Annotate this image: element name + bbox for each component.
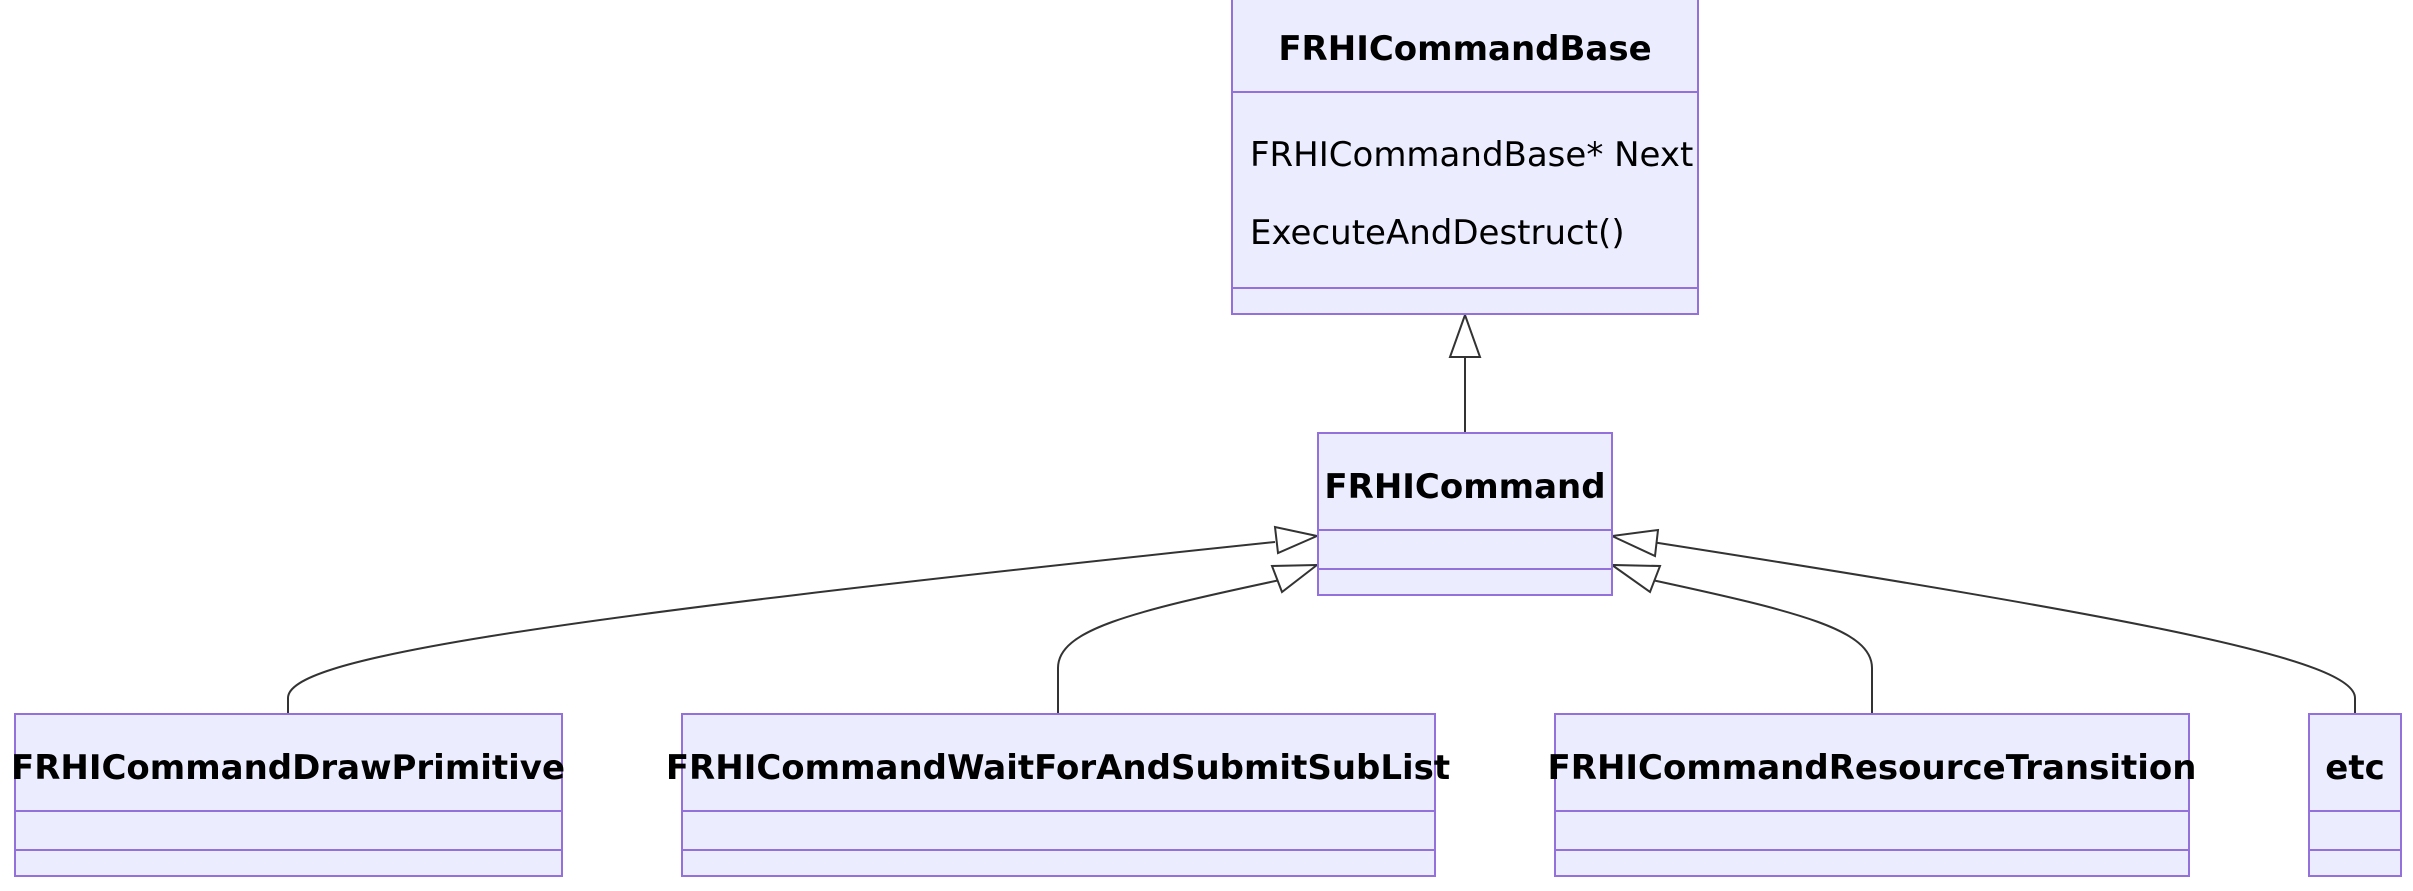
edge-wait-submit-to-command: [1057, 579, 1281, 713]
inheritance-arrowhead-wait-submit: [1270, 563, 1321, 594]
inheritance-arrowhead-draw-primitive: [1273, 525, 1321, 555]
class-box: [1317, 432, 1613, 596]
class-method: ExecuteAndDestruct(): [1250, 213, 1625, 253]
class-name: etc: [2325, 748, 2384, 788]
inheritance-arrowhead-etc: [1608, 528, 1660, 558]
edge-etc-to-command: [1651, 541, 2356, 713]
class-etc: etc: [2308, 713, 2402, 877]
inheritance-edges: [287, 312, 2356, 713]
class-name: FRHICommandWaitForAndSubmitSubList: [666, 748, 1450, 788]
class-name: FRHICommand: [1324, 467, 1605, 507]
class-box: [14, 713, 563, 877]
class-name: FRHICommandResourceTransition: [1548, 748, 2197, 788]
class-box: [1554, 713, 2190, 877]
class-attribute: FRHICommandBase* Next: [1250, 135, 1693, 175]
class-frhicommandbase: FRHICommandBase FRHICommandBase* Next Ex…: [1231, 0, 1699, 315]
class-box: [2308, 713, 2402, 877]
class-name: FRHICommandDrawPrimitive: [11, 748, 565, 788]
edge-resource-transition-to-command: [1651, 579, 1873, 713]
inheritance-arrowhead-resource-transition: [1608, 563, 1662, 594]
inheritance-arrowhead-base: [1448, 312, 1482, 358]
class-box: [1231, 0, 1699, 315]
class-frhicommandresourcetransition: FRHICommandResourceTransition: [1548, 713, 2197, 877]
class-frhicommandwaitforandsubmitsublist: FRHICommandWaitForAndSubmitSubList: [666, 713, 1450, 877]
class-frhicommanddrawprimitive: FRHICommandDrawPrimitive: [11, 713, 565, 877]
class-name: FRHICommandBase: [1278, 29, 1651, 69]
class-frhicommand: FRHICommand: [1317, 432, 1613, 596]
edge-draw-primitive-to-command: [287, 541, 1276, 713]
class-box: [681, 713, 1436, 877]
